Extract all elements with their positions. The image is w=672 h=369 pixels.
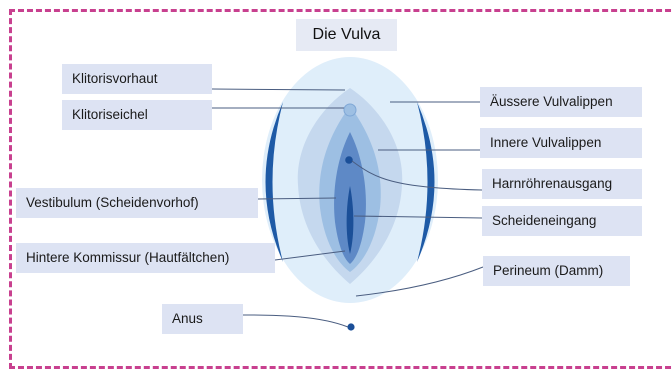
- label-clitoral-hood: Klitorisvorhaut: [62, 64, 212, 94]
- leader-anus: [242, 314, 349, 328]
- leader-clitoral-hood: [211, 88, 346, 91]
- clitoris-glans-dot: [343, 103, 357, 117]
- leader-perineum: [355, 266, 484, 297]
- label-anus: Anus: [162, 304, 243, 334]
- label-perineum: Perineum (Damm): [483, 256, 630, 286]
- left-arc: [265, 102, 283, 262]
- label-urethral-opening: Harnröhrenausgang: [482, 169, 642, 199]
- anus-dot: [347, 323, 355, 331]
- label-vestibule: Vestibulum (Scheidenvorhof): [16, 188, 258, 218]
- right-arc: [417, 102, 435, 262]
- diagram-stage: Die Vulva Klitorisvorhaut Klitoriseichel…: [9, 9, 672, 369]
- leader-posterior-commissure: [274, 250, 346, 261]
- leader-vaginal-opening: [353, 215, 483, 219]
- label-inner-labia: Innere Vulvalippen: [480, 128, 642, 158]
- label-outer-labia: Äussere Vulvalippen: [480, 87, 642, 117]
- vulva-illustration: [211, 57, 484, 331]
- diagram-title: Die Vulva: [296, 19, 397, 51]
- leader-vestibule: [257, 197, 337, 200]
- urethral-opening-dot: [345, 156, 353, 164]
- label-clitoris-glans: Klitoriseichel: [62, 100, 212, 130]
- vaginal-opening-shape: [346, 186, 354, 254]
- leader-urethral-opening: [351, 160, 483, 191]
- label-vaginal-opening: Scheideneingang: [482, 206, 642, 236]
- label-posterior-commissure: Hintere Kommissur (Hautfältchen): [16, 243, 275, 273]
